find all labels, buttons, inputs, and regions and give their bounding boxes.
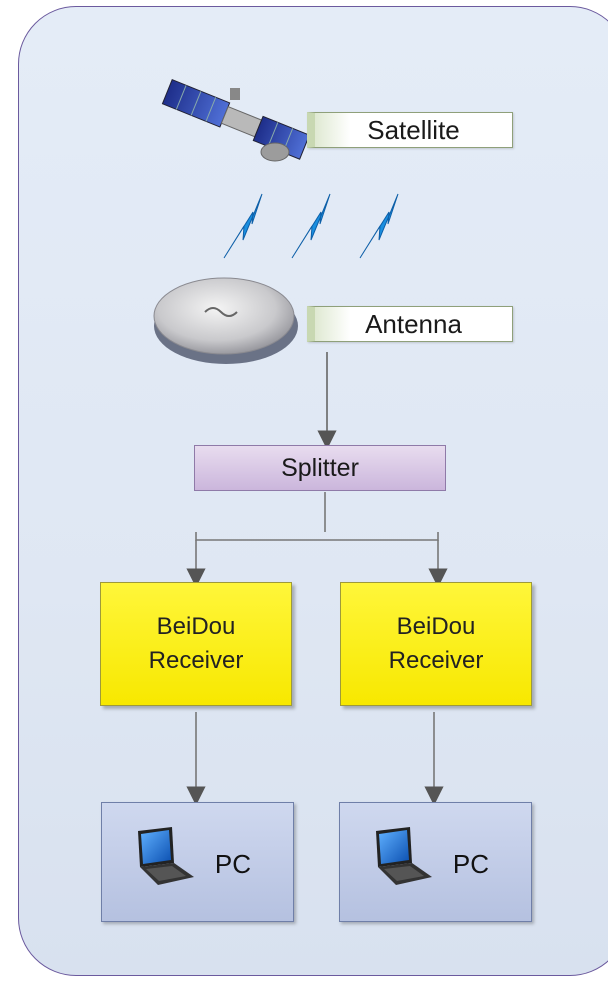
laptop-icon <box>376 827 432 885</box>
receiver-label-line2: Receiver <box>148 647 244 674</box>
pc-node-left: PC <box>101 802 294 922</box>
receiver-label-line2: Receiver <box>388 647 484 674</box>
antenna-label: Antenna <box>307 306 513 342</box>
satellite-icon <box>161 79 311 162</box>
connector-receivers-pcs <box>186 712 444 806</box>
pc-node-right: PC <box>339 802 532 922</box>
satellite-label: Satellite <box>307 112 513 148</box>
beidou-receiver-left: BeiDou Receiver <box>100 582 292 706</box>
connector-splitter-receivers <box>186 492 448 588</box>
antenna-icon <box>153 277 298 364</box>
receiver-label-line1: BeiDou <box>396 613 476 640</box>
receiver-label-line1: BeiDou <box>156 613 236 640</box>
laptop-icon <box>138 827 194 885</box>
pc-label: PC <box>214 849 251 879</box>
beidou-receiver-right: BeiDou Receiver <box>340 582 532 706</box>
signal-icon <box>223 193 399 259</box>
pc-label: PC <box>452 849 489 879</box>
splitter-node: Splitter <box>194 445 446 491</box>
